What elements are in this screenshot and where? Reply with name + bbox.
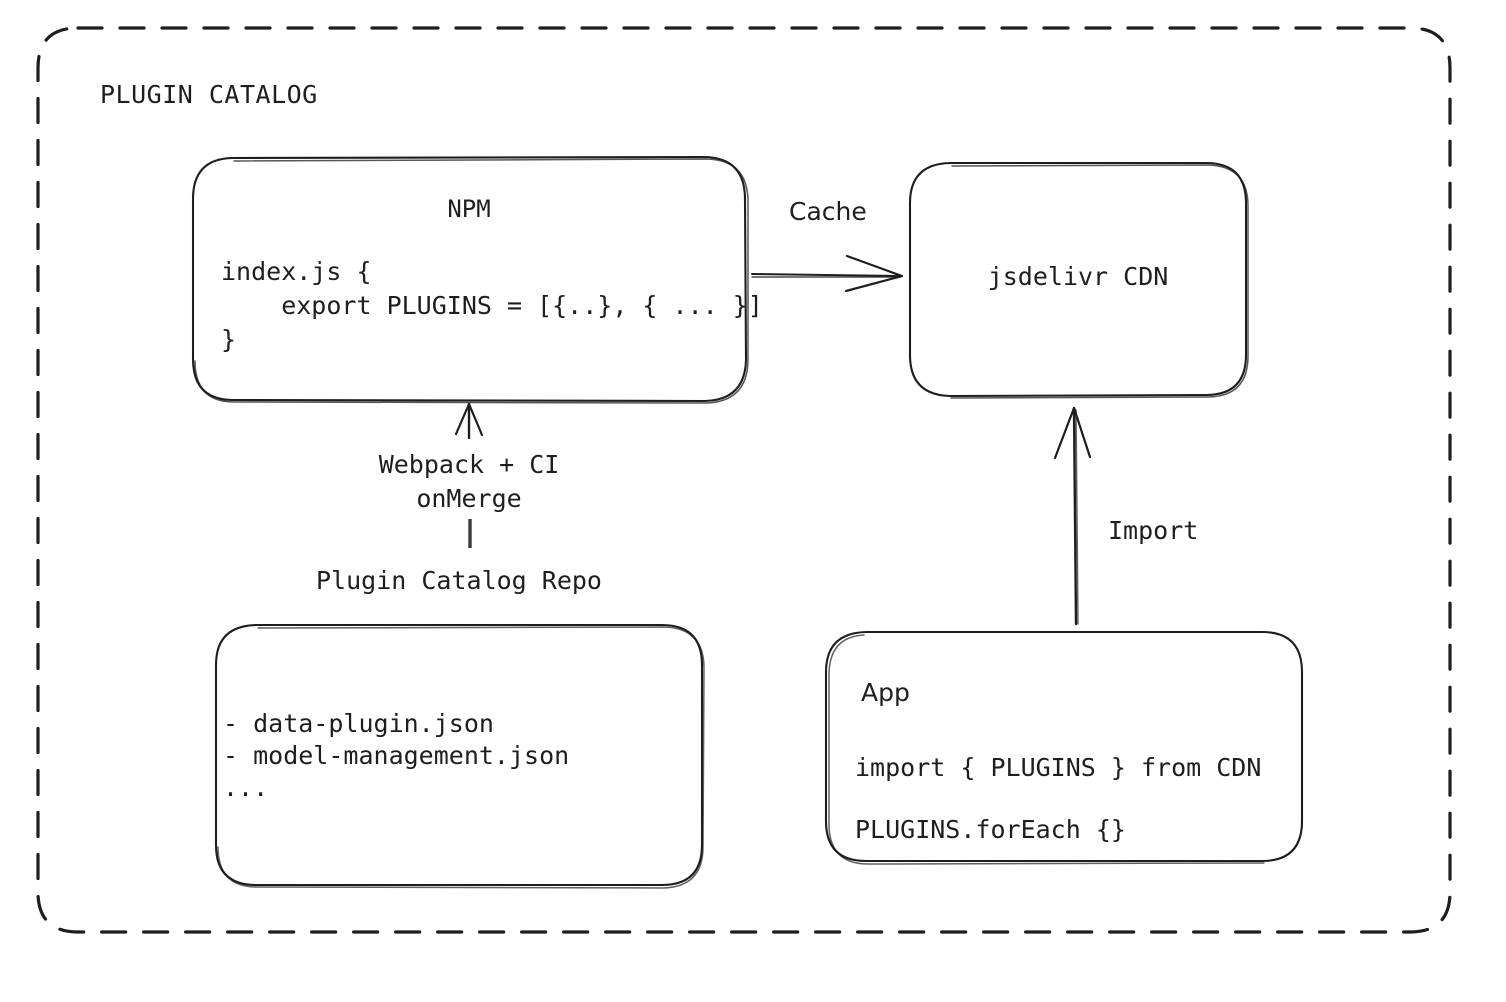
app-node-code: import { PLUGINS } from CDN PLUGINS.forE…	[855, 753, 1262, 844]
repo-node-caption: Plugin Catalog Repo	[316, 566, 602, 595]
cdn-node-title: jsdelivr CDN	[987, 262, 1169, 291]
edge-label-cache: Cache	[789, 197, 867, 226]
edge-npm-to-cdn-arrow	[751, 254, 904, 293]
edge-app-to-cdn-arrow	[1053, 406, 1092, 626]
edge-label-webpack-ci: Webpack + CI onMerge	[378, 450, 560, 513]
app-node-title: App	[861, 678, 910, 707]
group-title: PLUGIN CATALOG	[100, 80, 318, 109]
npm-node-title: NPM	[447, 195, 491, 223]
edge-label-import: Import	[1108, 516, 1199, 545]
npm-node-code: index.js { export PLUGINS = [{..}, { ...…	[221, 257, 763, 354]
repo-node-items: - data-plugin.json - model-management.js…	[223, 709, 570, 802]
